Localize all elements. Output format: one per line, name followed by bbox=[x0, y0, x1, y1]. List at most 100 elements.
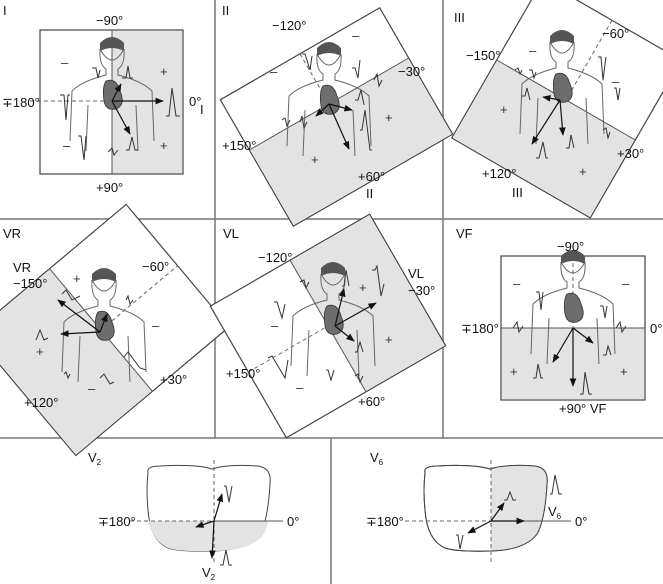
lead-label: VR bbox=[13, 260, 31, 275]
angle-label: +90° VF bbox=[559, 401, 607, 416]
angle-label: +150° bbox=[222, 138, 256, 153]
qrs-wave bbox=[35, 328, 49, 341]
qrs-wave bbox=[360, 109, 372, 151]
angle-label: −60° bbox=[602, 26, 629, 41]
lead-label: VL bbox=[408, 266, 424, 281]
panel-title: VR bbox=[3, 226, 21, 241]
axis-arrow bbox=[60, 330, 101, 337]
axis-arrow bbox=[328, 103, 353, 112]
axis-arrow bbox=[111, 83, 122, 102]
axis-arrow bbox=[334, 288, 346, 327]
lead-label: V2 bbox=[202, 565, 216, 582]
positive-sign: + bbox=[359, 280, 367, 295]
angle-label: +120° bbox=[24, 395, 58, 410]
qrs-wave bbox=[504, 490, 516, 501]
qrs-wave bbox=[614, 87, 621, 101]
angle-label: +60° bbox=[358, 169, 385, 184]
angle-label: −30° bbox=[398, 64, 425, 79]
qrs-wave bbox=[602, 127, 611, 140]
angle-label: ∓180° bbox=[461, 321, 499, 336]
positive-sign: + bbox=[510, 364, 518, 379]
angle-label: +30° bbox=[617, 146, 644, 161]
qrs-wave bbox=[603, 344, 612, 356]
qrs-wave bbox=[166, 87, 180, 117]
negative-sign: – bbox=[352, 28, 360, 43]
negative-sign: – bbox=[270, 64, 278, 79]
axis-arrow bbox=[99, 313, 108, 333]
angle-label: +90° bbox=[96, 180, 123, 195]
lead-label: III bbox=[512, 185, 523, 200]
qrs-wave bbox=[566, 134, 575, 149]
angle-label: +120° bbox=[482, 166, 516, 181]
axis-arrow bbox=[559, 99, 566, 136]
angle-label: −120° bbox=[272, 18, 306, 33]
axis-arrow bbox=[552, 327, 574, 363]
positive-region bbox=[290, 215, 445, 391]
angle-label: −30° bbox=[408, 283, 435, 298]
negative-sign: – bbox=[88, 381, 96, 396]
qrs-wave bbox=[536, 141, 548, 159]
positive-region bbox=[250, 58, 452, 225]
qrs-wave bbox=[522, 87, 531, 101]
panel-lead-VF: VF – – + + −90° ∓180° 0° +90° VF bbox=[456, 226, 662, 416]
qrs-wave bbox=[125, 294, 134, 306]
qrs-wave bbox=[580, 371, 592, 395]
qrs-wave bbox=[78, 135, 87, 161]
qrs-wave bbox=[107, 147, 119, 157]
angle-label: +60° bbox=[358, 394, 385, 409]
axis-arrow bbox=[490, 502, 505, 522]
axis-arrow bbox=[111, 100, 131, 135]
angle-label: 0° bbox=[189, 94, 201, 109]
qrs-wave bbox=[355, 89, 365, 106]
angle-label: ∓180° bbox=[98, 514, 136, 529]
qrs-wave bbox=[536, 291, 544, 311]
qrs-wave bbox=[267, 355, 289, 380]
axis-arrow bbox=[542, 95, 561, 102]
positive-sign: + bbox=[311, 152, 319, 167]
panel-title: III bbox=[454, 10, 465, 25]
qrs-wave bbox=[299, 279, 310, 290]
positive-sign: + bbox=[36, 344, 44, 359]
qrs-wave bbox=[615, 320, 627, 334]
negative-sign: – bbox=[296, 380, 304, 395]
qrs-wave bbox=[533, 363, 543, 379]
qrs-wave bbox=[326, 369, 335, 382]
positive-sign: + bbox=[385, 110, 393, 125]
positive-sign: + bbox=[385, 332, 393, 347]
angle-label: −150° bbox=[466, 48, 500, 63]
qrs-wave bbox=[63, 371, 71, 380]
qrs-wave bbox=[60, 94, 70, 121]
angle-label: −90° bbox=[557, 239, 584, 254]
qrs-wave bbox=[342, 269, 350, 287]
qrs-wave bbox=[302, 53, 313, 71]
angle-label: −150° bbox=[13, 276, 47, 291]
qrs-wave bbox=[281, 117, 291, 128]
positive-sign: + bbox=[160, 64, 168, 79]
lead-vector-arrow bbox=[209, 520, 216, 559]
qrs-wave bbox=[220, 549, 232, 566]
panel-title: V6 bbox=[370, 450, 384, 467]
lead-vector-arrow bbox=[328, 103, 350, 150]
negative-sign: – bbox=[271, 318, 279, 333]
axis-dashed bbox=[299, 53, 330, 105]
angle-label: ∓180° bbox=[2, 95, 40, 110]
qrs-wave bbox=[99, 373, 115, 385]
axis-arrow bbox=[195, 520, 215, 528]
panel-title: VF bbox=[456, 226, 473, 241]
panel-title: II bbox=[222, 3, 229, 18]
qrs-wave bbox=[512, 320, 524, 334]
qrs-wave bbox=[224, 485, 233, 503]
qrs-wave bbox=[600, 305, 608, 319]
axis-dashed bbox=[565, 20, 613, 101]
panel-lead-I: I – – + + −90° ∓180° 0° I +90° bbox=[2, 3, 204, 195]
positive-sign: + bbox=[500, 102, 508, 117]
positive-sign: + bbox=[160, 138, 168, 153]
lead-vector-arrow bbox=[531, 99, 561, 145]
qrs-wave bbox=[456, 534, 464, 550]
positive-region bbox=[149, 521, 268, 552]
negative-sign: – bbox=[513, 276, 521, 291]
panel-lead-VR: VR + + – – VR −150° −60° +30° +120° bbox=[0, 203, 230, 457]
lead-vector-arrow bbox=[57, 299, 101, 333]
negative-sign: – bbox=[612, 74, 620, 89]
